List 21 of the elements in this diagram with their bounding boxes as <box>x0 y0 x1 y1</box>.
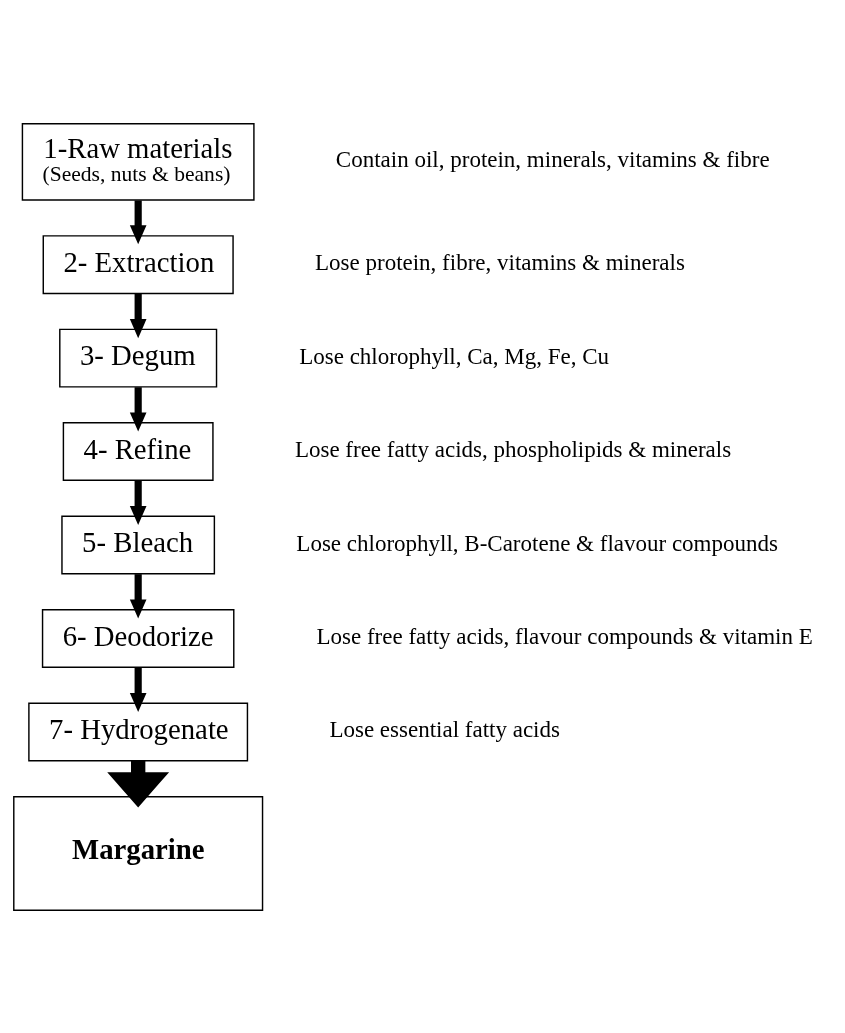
arrow <box>129 293 147 338</box>
node-box: 4- Refine <box>62 421 214 481</box>
node-box: 6- Deodorize <box>41 608 235 668</box>
node-box: 5- Bleach <box>61 515 216 574</box>
node-label: Contain oil, protein, minerals, vitamins & fibre <box>335 146 770 172</box>
node-label: Lose essential fatty acids <box>329 716 560 742</box>
node-box: 2- Extraction <box>42 234 234 294</box>
node-label: Lose free fatty acids, flavour compounds & vitamin E <box>316 623 813 649</box>
arrow <box>129 667 147 712</box>
node-box: 7- Hydrogenate <box>28 702 249 761</box>
arrow <box>107 760 170 808</box>
node-label: Lose protein, fibre, vitamins & minerals <box>315 249 685 275</box>
arrow <box>129 573 147 619</box>
node-box: 1-Raw materials (Seeds, nuts & beans) <box>21 122 255 201</box>
arrow <box>129 480 147 525</box>
node-label: Lose chlorophyll, B-Carotene & flavour compounds <box>296 530 778 555</box>
arrow <box>129 386 147 432</box>
node-label: Lose free fatty acids, phospholipids & minerals <box>294 436 732 462</box>
node-box: Margarine <box>13 795 264 911</box>
node-label: Lose chlorophyll, Ca, Mg, Fe, Cu <box>299 343 610 369</box>
node-box: 3- Degum <box>59 328 218 388</box>
